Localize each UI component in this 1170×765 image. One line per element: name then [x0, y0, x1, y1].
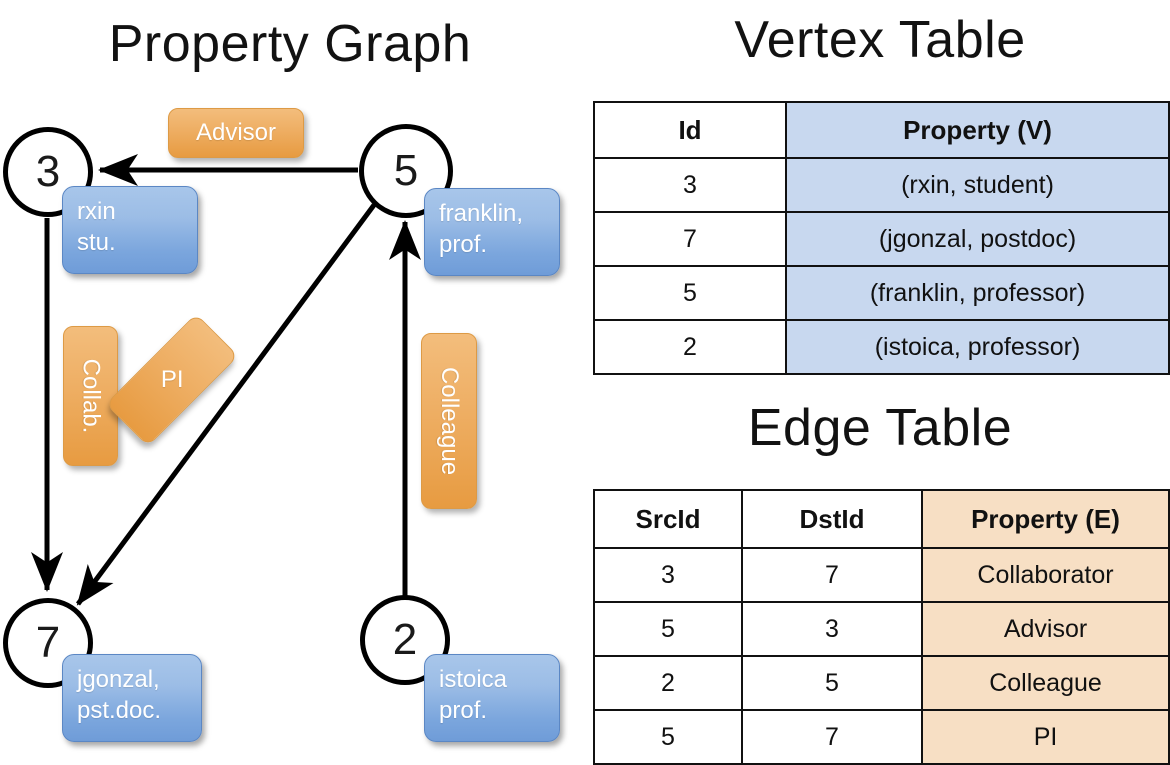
graph-edge-arrows: [31, 154, 421, 606]
edge-table: SrcId DstId Property (E) 3 7 Collaborato…: [593, 489, 1170, 765]
edge-cell-dstid: 3: [741, 601, 923, 657]
property-card-franklin[interactable]: franklin, prof.: [424, 188, 560, 276]
table-row[interactable]: 5 7 PI: [593, 709, 1170, 765]
vertex-cell-property: (franklin, professor): [785, 265, 1170, 321]
edge-label-colleague[interactable]: Colleague: [421, 333, 477, 509]
vertex-cell-property: (istoica, professor): [785, 319, 1170, 375]
edge-label-collab-text: Collab.: [77, 358, 105, 434]
edge-col-header-property: Property (E): [921, 489, 1170, 549]
vertex-cell-id: 7: [593, 211, 787, 267]
edge-label-collab[interactable]: Collab.: [63, 326, 118, 466]
property-card-franklin-line1: franklin,: [439, 200, 524, 227]
edge-cell-property: PI: [921, 709, 1170, 765]
edge-cell-dstid: 7: [741, 547, 923, 603]
property-card-istoica-line2: prof.: [439, 696, 488, 724]
table-row[interactable]: 7 (jgonzal, postdoc): [593, 211, 1170, 267]
property-card-jgonzal-line2: pst.doc.: [77, 696, 162, 724]
property-card-rxin[interactable]: rxin stu.: [62, 186, 198, 274]
property-card-franklin-line2: prof.: [439, 230, 488, 258]
graph-node-5-label: 5: [393, 146, 419, 195]
edge-cell-srcid: 5: [593, 601, 743, 657]
page-title-property-graph: Property Graph: [108, 15, 472, 73]
property-graph-diagram: 3 5 7 2 rxin stu. franklin, prof. jgonza…: [0, 0, 585, 760]
page-title-vertex-table: Vertex Table: [734, 11, 1026, 69]
edge-cell-srcid: 2: [593, 655, 743, 711]
edge-label-advisor-text: Advisor: [195, 119, 277, 146]
vertex-table-header-row: Id Property (V): [593, 101, 1170, 159]
table-row[interactable]: 5 3 Advisor: [593, 601, 1170, 657]
property-card-jgonzal-line1: jgonzal,: [77, 666, 160, 693]
vertex-cell-id: 5: [593, 265, 787, 321]
edge-cell-srcid: 5: [593, 709, 743, 765]
table-row[interactable]: 2 (istoica, professor): [593, 319, 1170, 375]
edge-label-pi-text: PI: [160, 366, 184, 393]
property-card-rxin-line1: rxin: [77, 198, 116, 225]
edge-cell-dstid: 7: [741, 709, 923, 765]
property-card-istoica-line1: istoica: [439, 666, 508, 693]
table-row[interactable]: 3 7 Collaborator: [593, 547, 1170, 603]
edge-cell-property: Advisor: [921, 601, 1170, 657]
table-row[interactable]: 5 (franklin, professor): [593, 265, 1170, 321]
table-row[interactable]: 2 5 Colleague: [593, 655, 1170, 711]
vertex-cell-property: (jgonzal, postdoc): [785, 211, 1170, 267]
vertex-col-header-property: Property (V): [785, 101, 1170, 159]
edge-cell-dstid: 5: [741, 655, 923, 711]
vertex-col-header-id: Id: [593, 101, 787, 159]
table-row[interactable]: 3 (rxin, student): [593, 157, 1170, 213]
graph-node-7-label: 7: [35, 618, 61, 667]
edge-label-colleague-text: Colleague: [436, 366, 463, 476]
edge-cell-srcid: 3: [593, 547, 743, 603]
vertex-cell-id: 2: [593, 319, 787, 375]
graph-node-3-label: 3: [35, 147, 61, 196]
property-card-istoica[interactable]: istoica prof.: [424, 654, 560, 742]
edge-label-advisor[interactable]: Advisor: [168, 108, 304, 158]
page-title-edge-table: Edge Table: [747, 399, 1013, 457]
edge-cell-property: Collaborator: [921, 547, 1170, 603]
edge-cell-property: Colleague: [921, 655, 1170, 711]
property-card-jgonzal[interactable]: jgonzal, pst.doc.: [62, 654, 202, 742]
graph-node-5[interactable]: 5: [359, 124, 453, 218]
edge-col-header-srcid: SrcId: [593, 489, 743, 549]
property-card-rxin-line2: stu.: [77, 228, 116, 256]
graph-node-2[interactable]: 2: [360, 595, 450, 685]
vertex-cell-id: 3: [593, 157, 787, 213]
vertex-table: Id Property (V) 3 (rxin, student) 7 (jgo…: [593, 101, 1170, 375]
edge-col-header-dstid: DstId: [741, 489, 923, 549]
graph-node-2-label: 2: [392, 615, 418, 664]
edge-table-header-row: SrcId DstId Property (E): [593, 489, 1170, 549]
edge-arrow-5-to-7: [75, 203, 377, 606]
vertex-cell-property: (rxin, student): [785, 157, 1170, 213]
